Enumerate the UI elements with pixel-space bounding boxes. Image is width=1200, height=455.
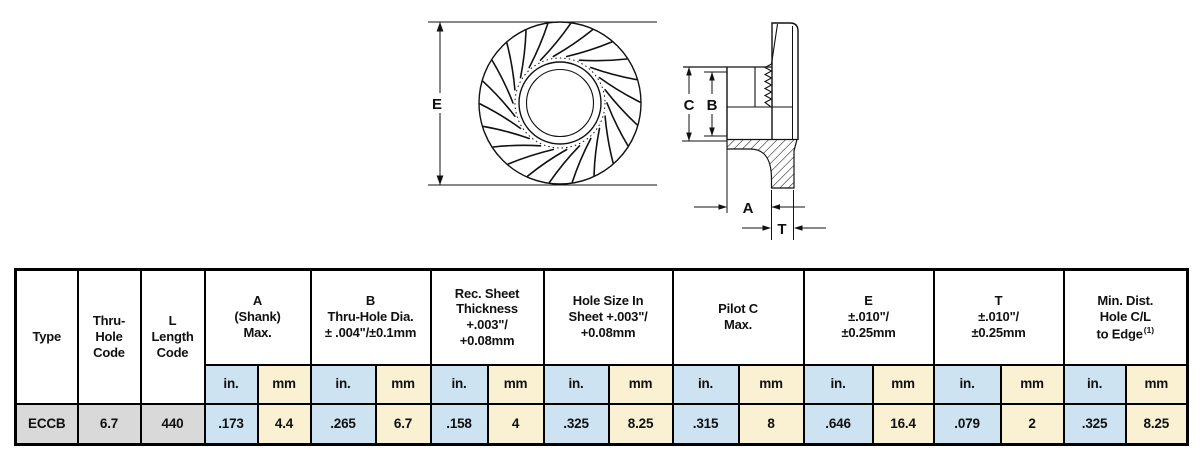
value-min-mm: 8.25 bbox=[1124, 402, 1189, 446]
unit-rec-in: in. bbox=[429, 363, 489, 405]
value-thru-hole-code: 6.7 bbox=[76, 402, 142, 446]
footnote-marker: (1) bbox=[1143, 324, 1155, 335]
side-view: C B A T bbox=[681, 22, 826, 240]
value-e-mm: 16.4 bbox=[871, 402, 935, 446]
header-min-dist-text: Min. Dist. Hole C/L to Edge bbox=[1096, 292, 1154, 341]
unit-pilot-in: in. bbox=[671, 363, 740, 405]
arrow-down-icon bbox=[436, 175, 444, 185]
value-pilot-mm: 8 bbox=[737, 402, 805, 446]
arrow-right-icon bbox=[762, 225, 771, 231]
arrow-down-icon bbox=[686, 132, 692, 141]
header-a-shank: A (Shank) Max. bbox=[203, 268, 312, 366]
unit-hole-in: in. bbox=[542, 363, 610, 405]
header-min-dist-hole-cl: Min. Dist. Hole C/L to Edge(1) bbox=[1062, 268, 1189, 366]
knurl-blades bbox=[479, 22, 641, 184]
dim-label-t: T bbox=[777, 221, 786, 238]
unit-hole-mm: mm bbox=[607, 363, 674, 405]
value-hole-mm: 8.25 bbox=[607, 402, 674, 446]
header-hole-size-in-sheet: Hole Size In Sheet +.003"/ +0.08mm bbox=[542, 268, 674, 366]
header-rec-sheet-thickness: Rec. Sheet Thickness +.003"/ +0.08mm bbox=[429, 268, 545, 366]
value-min-in: .325 bbox=[1062, 402, 1127, 446]
value-e-in: .646 bbox=[802, 402, 874, 446]
value-b-in: .265 bbox=[309, 402, 377, 446]
dim-label-c: C bbox=[684, 97, 695, 114]
header-length-code: L Length Code bbox=[139, 268, 206, 405]
value-length-code: 440 bbox=[139, 402, 206, 446]
spec-table: Type Thru- Hole Code L Length Code A (Sh… bbox=[14, 268, 1190, 446]
arrow-left-icon bbox=[771, 204, 780, 210]
unit-min-mm: mm bbox=[1124, 363, 1189, 405]
value-type: ECCB bbox=[14, 402, 79, 446]
spec-table-container: Type Thru- Hole Code L Length Code A (Sh… bbox=[14, 268, 1190, 446]
arrow-down-icon bbox=[709, 127, 715, 136]
unit-e-in: in. bbox=[802, 363, 874, 405]
header-b-thru-hole-dia: B Thru-Hole Dia. ± .004"/±0.1mm bbox=[309, 268, 432, 366]
dim-label-b: B bbox=[707, 97, 718, 114]
value-a-mm: 4.4 bbox=[256, 402, 312, 446]
unit-a-in: in. bbox=[203, 363, 259, 405]
unit-pilot-mm: mm bbox=[737, 363, 805, 405]
unit-rec-mm: mm bbox=[486, 363, 545, 405]
header-type: Type bbox=[14, 268, 79, 405]
unit-t-in: in. bbox=[932, 363, 1002, 405]
header-e: E ±.010"/ ±0.25mm bbox=[802, 268, 935, 366]
unit-b-mm: mm bbox=[374, 363, 432, 405]
value-hole-in: .325 bbox=[542, 402, 610, 446]
value-pilot-in: .315 bbox=[671, 402, 740, 446]
arrow-right-icon bbox=[718, 204, 727, 210]
unit-t-mm: mm bbox=[999, 363, 1065, 405]
unit-min-in: in. bbox=[1062, 363, 1127, 405]
unit-b-in: in. bbox=[309, 363, 377, 405]
table-row: ECCB 6.7 440 .173 4.4 .265 6.7 .158 4 .3… bbox=[14, 402, 1189, 446]
value-t-in: .079 bbox=[932, 402, 1002, 446]
value-a-in: .173 bbox=[203, 402, 259, 446]
unit-a-mm: mm bbox=[256, 363, 312, 405]
fastener-drawing-svg: E C B A bbox=[428, 21, 826, 240]
value-rec-in: .158 bbox=[429, 402, 489, 446]
arrow-up-icon bbox=[709, 72, 715, 81]
header-t: T ±.010"/ ±0.25mm bbox=[932, 268, 1065, 366]
dim-label-e: E bbox=[432, 96, 442, 113]
unit-e-mm: mm bbox=[871, 363, 935, 405]
arrow-left-icon bbox=[794, 225, 803, 231]
front-view: E bbox=[428, 21, 657, 186]
value-t-mm: 2 bbox=[999, 402, 1065, 446]
arrow-up-icon bbox=[686, 67, 692, 76]
technical-drawing: E C B A bbox=[428, 21, 826, 240]
value-rec-mm: 4 bbox=[486, 402, 545, 446]
arrow-up-icon bbox=[436, 22, 444, 32]
dim-label-a: A bbox=[743, 200, 754, 217]
header-thru-hole-code: Thru- Hole Code bbox=[76, 268, 142, 405]
header-pilot-c: Pilot C Max. bbox=[671, 268, 805, 366]
value-b-mm: 6.7 bbox=[374, 402, 432, 446]
